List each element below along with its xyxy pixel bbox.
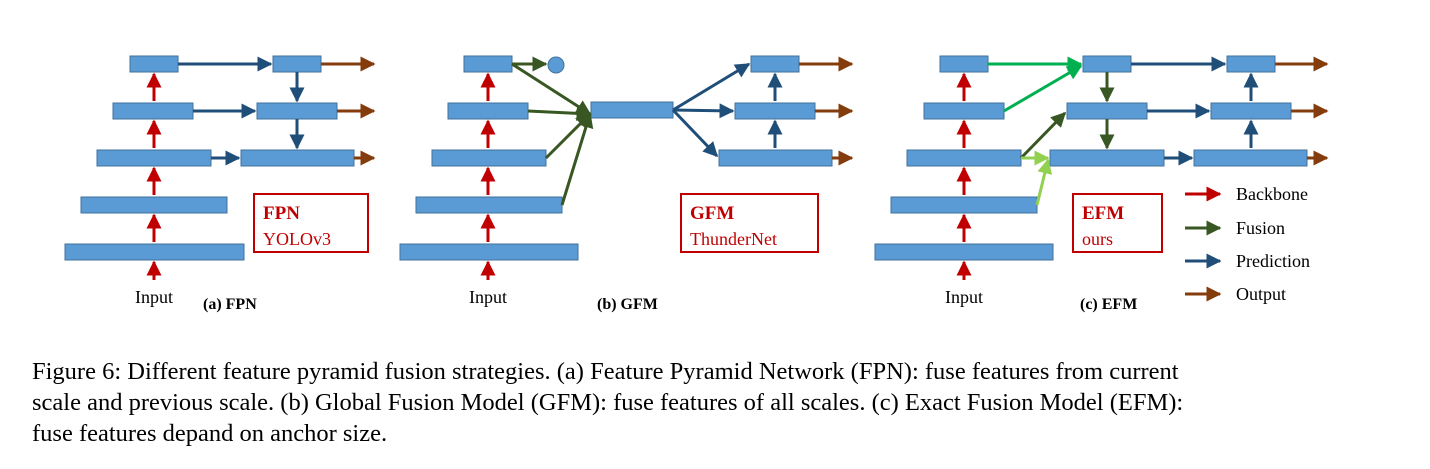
prediction-arrows — [178, 56, 305, 166]
prediction-level-3 — [1193, 149, 1308, 167]
backbone-level-5 — [874, 243, 1054, 261]
legend-label: Fusion — [1236, 218, 1285, 238]
backbone-level-4 — [80, 196, 228, 214]
fusion-node — [547, 56, 565, 74]
legend-label: Prediction — [1236, 251, 1310, 271]
prediction-arrows — [671, 62, 783, 158]
backbone-level-4 — [415, 196, 563, 214]
backbone-level-3 — [431, 149, 547, 167]
prediction-level-3 — [240, 149, 355, 167]
caption-line: fuse features depand on anchor size. — [32, 420, 388, 447]
prediction-level-1 — [272, 55, 322, 73]
panel-caption: (b) GFM — [597, 296, 658, 313]
method-box-title: FPN — [263, 203, 300, 224]
method-box-title: GFM — [690, 203, 734, 224]
backbone-level-2 — [923, 102, 1005, 120]
legend-item-backbone: Backbone — [1185, 184, 1308, 204]
panel-efm: EFM ours Input (c) EFM — [874, 55, 1329, 313]
global-fusion-block — [590, 101, 674, 119]
legend-label: Output — [1236, 284, 1286, 304]
backbone-level-3 — [906, 149, 1022, 167]
fusion-arrows — [988, 56, 1115, 206]
legend-item-prediction: Prediction — [1185, 251, 1310, 271]
legend-item-fusion: Fusion — [1185, 218, 1285, 238]
backbone-level-5 — [64, 243, 245, 261]
panel-caption: (a) FPN — [203, 296, 257, 313]
prediction-level-1 — [750, 55, 800, 73]
method-box — [680, 193, 819, 253]
backbone-level-3 — [96, 149, 212, 167]
prediction-blocks — [1193, 55, 1308, 167]
prediction-level-2 — [1210, 102, 1292, 120]
output-arrows — [799, 56, 854, 166]
fusion-arrows — [511, 56, 594, 206]
fusion-level-2 — [1066, 102, 1148, 120]
prediction-level-2 — [256, 102, 338, 120]
method-box — [1072, 193, 1163, 253]
input-label: Input — [469, 287, 507, 307]
input-label: Input — [135, 287, 173, 307]
prediction-level-2 — [734, 102, 816, 120]
method-box — [253, 193, 369, 253]
panel-fpn: FPN YOLOv3 Input (a) FPN — [64, 55, 376, 313]
method-box-subtitle: YOLOv3 — [263, 229, 331, 249]
backbone-blocks — [399, 55, 579, 261]
panel-gfm: GFM ThunderNet Input (b) GFM — [399, 55, 854, 313]
prediction-arrows — [1131, 56, 1259, 166]
prediction-level-3 — [718, 149, 833, 167]
backbone-level-4 — [890, 196, 1038, 214]
backbone-level-1 — [463, 55, 513, 73]
input-label: Input — [945, 287, 983, 307]
legend-item-output: Output — [1185, 284, 1286, 304]
caption-line: scale and previous scale. (b) Global Fus… — [32, 389, 1184, 416]
backbone-level-2 — [447, 102, 529, 120]
fusion-level-3 — [1049, 149, 1165, 167]
legend-label: Backbone — [1236, 184, 1308, 204]
output-arrows — [321, 56, 376, 166]
backbone-level-1 — [129, 55, 179, 73]
method-box-title: EFM — [1082, 203, 1124, 224]
backbone-level-5 — [399, 243, 579, 261]
fusion-level-1 — [1082, 55, 1132, 73]
prediction-blocks — [718, 55, 833, 167]
method-box-subtitle: ThunderNet — [690, 229, 777, 249]
output-arrows — [1275, 56, 1329, 166]
fusion-blocks — [1049, 55, 1165, 167]
backbone-blocks — [874, 55, 1054, 261]
feature-pyramid-diagram: FPN YOLOv3 Input (a) FPN — [64, 55, 1329, 313]
backbone-blocks — [64, 55, 245, 261]
prediction-blocks — [240, 55, 355, 167]
caption-line: Figure 6: Different feature pyramid fusi… — [32, 358, 1179, 385]
backbone-level-1 — [939, 55, 989, 73]
method-box-subtitle: ours — [1082, 229, 1113, 249]
prediction-level-1 — [1226, 55, 1276, 73]
legend: Backbone Fusion Prediction Output — [1185, 184, 1310, 304]
backbone-level-2 — [112, 102, 194, 120]
figure-caption: Figure 6: Different feature pyramid fusi… — [32, 356, 1412, 449]
panel-caption: (c) EFM — [1080, 296, 1137, 313]
